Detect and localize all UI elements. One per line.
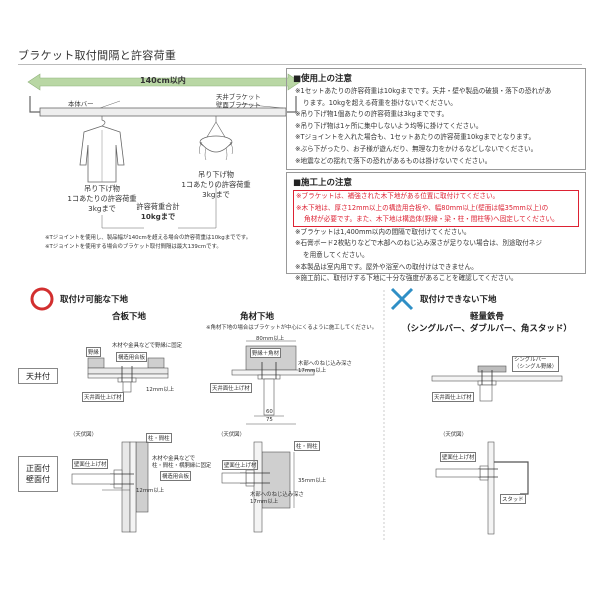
label-wall-fix-1: 木材や金具などで (152, 456, 196, 462)
col-plywood-title: 合板下地 (112, 312, 147, 322)
bracket-label-wall: 壁面ブラケット (216, 101, 261, 109)
label-plywood: 構造用合板 (116, 352, 147, 362)
title-divider (18, 64, 582, 65)
label-wall-screw-1: 木部へのねじ込み深さ (250, 492, 304, 498)
label-screw-depth-1: 木部へのねじ込み深さ (298, 361, 352, 367)
label-view-3: （天伏図） (440, 432, 467, 438)
ok-circle-icon (30, 287, 54, 311)
label-wall-fix-2: 柱・間柱・横胴縁に固定 (152, 463, 212, 469)
usage-notes-box: ■使用上の注意 ※1セットあたりの許容荷重は10kgまでです。天井・壁や製品の破… (286, 68, 586, 170)
label-ceiling-finish: 天井面仕上げ材 (82, 392, 124, 402)
label-depth-12: 12mm以上 (146, 387, 175, 393)
span-label: 140cm以内 (140, 76, 186, 85)
ng-x-icon (390, 287, 414, 311)
ok-section-title: 取付け可能な下地 (60, 295, 129, 305)
label-wall-screw-2: 17mm以上 (250, 499, 279, 505)
bracket-left (29, 96, 40, 113)
install-notes-heading: ■施工上の注意 (293, 178, 353, 188)
wall-plywood-diagram (71, 441, 149, 533)
label-wall-finish-1: 壁面仕上げ材 (72, 459, 109, 469)
label-steel-finish: 天井面仕上げ材 (432, 392, 474, 402)
label-pillar-1: 柱・間柱 (146, 433, 172, 443)
label-wall-finish-3: 壁面仕上げ材 (440, 452, 477, 462)
label-view-1: （天伏図） (70, 432, 97, 438)
usage-notes-list: ※1セットあたりの許容荷重は10kgまでです。天井・壁や製品の破損・落下の恐れが… (295, 87, 552, 165)
ng-col-title: 軽量鉄骨 (470, 312, 505, 322)
ng-section-title: 取付けできない下地 (420, 295, 497, 305)
label-view-2: （天伏図） (218, 432, 245, 438)
label-wall-finish-2: 壁面仕上げ材 (222, 460, 259, 470)
install-notes-warning: ※ブラケットは、補強された木下地がある位置に取付けてください。 ※木下地は、厚さ… (293, 190, 579, 227)
label-nobuchi-square: 野縁＋角材 (250, 348, 281, 358)
shirt-illustration (79, 116, 125, 183)
label-wall-depth-12: 12mm以上 (136, 488, 165, 494)
label-wall-plywood: 構造用合板 (160, 471, 191, 481)
row-label-ceiling: 天井付 (18, 368, 58, 384)
plant-caption: 吊り下げ物 1コあたりの許容荷重 3kgまで (181, 170, 251, 199)
top-note-1: ※Tジョイントを使用し、製品幅が140cmを超える場合の許容荷重は10kgまでで… (45, 235, 252, 241)
total-caption: 許容荷重合計 10kgまで (136, 202, 180, 221)
page-title: ブラケット取付間隔と許容荷重 (18, 49, 177, 62)
usage-notes-heading: ■使用上の注意 (293, 74, 353, 84)
square-note: ※角材下地の場合はブラケットが中心にくるように施工してください。 (206, 325, 378, 331)
label-stud: スタッド (500, 494, 526, 504)
label-nobuchi: 野縁 (86, 347, 101, 357)
ng-col-subtitle: （シングルバー、ダブルバー、角スタッド） (402, 324, 572, 334)
col-square-title: 角材下地 (240, 312, 275, 322)
label-dim-60: 60 (266, 409, 273, 415)
span-arrow (27, 73, 301, 91)
install-notes-list: ※ブラケットは1,400mm以内の間隔で取付けてください。 ※石膏ボード2枚貼り… (295, 227, 542, 283)
hanger-caption: 吊り下げ物 1コあたりの許容荷重 3kgまで (67, 184, 137, 213)
label-80mm: 80mm以上 (256, 336, 285, 342)
plant-illustration (199, 116, 233, 161)
label-single-bar: シングルバー （シングル野縁） (512, 356, 560, 372)
row-label-wall: 正面付 壁面付 (18, 456, 58, 492)
label-screw-depth-2: 17mm以上 (298, 368, 327, 374)
label-pillar-2: 柱・間柱 (294, 441, 320, 451)
install-notes-box: ■施工上の注意 ※ブラケットは、補強された木下地がある位置に取付けてください。 … (286, 172, 586, 282)
label-35mm: 35mm以上 (298, 478, 327, 484)
label-square-finish: 天井面仕上げ材 (210, 383, 252, 393)
label-fix-note: 木材や金具などで野縁に固定 (112, 343, 182, 349)
wall-square-diagram (221, 441, 295, 533)
ceiling-plywood-diagram (87, 357, 169, 393)
bar-label: 本体バー (68, 100, 94, 108)
top-note-2: ※Tジョイントを使用する場合のブラケット取付間隔は最大139cmです。 (45, 244, 222, 250)
bracket-label-ceiling: 天井ブラケット (216, 93, 261, 101)
bracket-right (286, 96, 297, 113)
label-dim-75: 75 (266, 417, 273, 423)
ceiling-steel-diagram (431, 365, 563, 402)
